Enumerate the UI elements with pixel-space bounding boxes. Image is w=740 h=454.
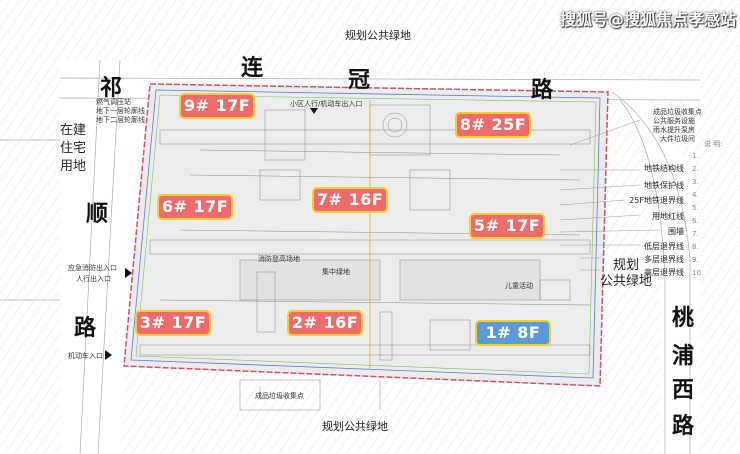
legend-line-item: 地铁保护线	[644, 181, 684, 190]
green-area-bottom: 规划公共绿地	[322, 420, 388, 433]
road-char: 顺	[86, 202, 109, 227]
building-3[interactable]: 3# 17F	[135, 310, 211, 336]
note-item: 9.	[692, 256, 699, 264]
building-2[interactable]: 2# 16F	[287, 310, 363, 336]
legend-line-item: 地铁结构线	[644, 164, 684, 173]
note-item: 1.	[692, 152, 699, 160]
note-item: 4.	[692, 191, 699, 199]
west-land-line: 住宅	[60, 141, 87, 156]
road-char: 浦	[672, 344, 695, 369]
west-land-line: 在建	[60, 123, 87, 138]
building-floors: 8F	[517, 323, 541, 342]
road-char: 冠	[348, 68, 371, 93]
building-floors: 25F	[491, 115, 527, 134]
building-1[interactable]: 1# 8F	[475, 320, 551, 346]
green-area-right-line2: 公共绿地	[600, 274, 653, 289]
west-note: 地下一层轮廓线	[96, 107, 145, 115]
legend-line-item: 用地红线	[652, 212, 684, 221]
building-id: 7#	[316, 190, 343, 209]
east-road	[610, 80, 700, 454]
road-char: 路	[672, 414, 695, 439]
site-boundary	[123, 83, 609, 387]
building-6[interactable]: 6# 17F	[157, 194, 233, 220]
note-item: 10.	[692, 269, 704, 277]
building-7[interactable]: 7# 16F	[312, 187, 388, 213]
note-item: 6.	[692, 217, 699, 225]
road-char: 西	[672, 378, 695, 403]
west-vehicle-entrance: 机动车入口	[68, 352, 103, 360]
building-floors: 16F	[323, 313, 359, 332]
building-floors: 17F	[171, 313, 207, 332]
building-floors: 17F	[505, 216, 541, 235]
road-char: 祁	[100, 76, 123, 101]
building-id: 1#	[485, 323, 512, 342]
west-note: 地下二层轮廓线	[96, 116, 145, 124]
road-lines	[0, 59, 701, 454]
road-char: 路	[74, 316, 97, 341]
building-9[interactable]: 9# 17F	[179, 93, 255, 119]
green-area-right: 规划 公共绿地	[600, 258, 652, 290]
playground-label: 儿童活动	[505, 282, 533, 290]
setback-line	[135, 94, 597, 375]
road-char: 桃	[672, 306, 695, 331]
basement-outline	[130, 89, 601, 379]
note-item: 3.	[692, 178, 699, 186]
building-5[interactable]: 5# 17F	[469, 213, 545, 239]
green-area-top: 规划公共绿地	[345, 29, 411, 42]
west-pedestrian-entrance: 人行出入口	[76, 275, 111, 283]
entrance-markers	[105, 108, 318, 360]
road-char: 连	[241, 56, 264, 81]
west-note: 燃气调压站	[96, 98, 131, 106]
fire-lane-label: 消防登高场地	[258, 255, 300, 263]
building-8[interactable]: 8# 25F	[455, 112, 531, 138]
legend-line-item: 多层退界线	[644, 255, 684, 264]
road-char: 路	[531, 78, 554, 103]
legend-top-item: 成品垃圾收集点	[653, 108, 702, 116]
green-area-right-line1: 规划	[613, 258, 640, 273]
building-id: 8#	[459, 115, 486, 134]
building-id: 3#	[139, 313, 166, 332]
watermark: 搜狐号@搜狐焦点孝感站	[560, 10, 737, 29]
central-green-label: 集中绿地	[322, 268, 350, 276]
legend-line-item: 高层退界线	[644, 268, 684, 277]
legend-line-item: 围墙	[668, 227, 684, 236]
building-id: 2#	[291, 313, 318, 332]
legend-top-item: 公共服务设施	[653, 117, 695, 125]
building-id: 9#	[183, 96, 210, 115]
building-floors: 17F	[193, 197, 229, 216]
legend-top-item: 雨水提升泵房	[653, 126, 695, 134]
west-land-label: 在建 住宅 用地	[60, 122, 86, 176]
notes-title: 说 明:	[704, 140, 723, 148]
bottom-note: 成品垃圾收集点	[255, 392, 304, 400]
note-item: 5.	[692, 204, 699, 212]
building-floors: 16F	[348, 190, 384, 209]
west-land-line: 用地	[60, 159, 87, 174]
building-floors: 17F	[215, 96, 251, 115]
building-id: 5#	[473, 216, 500, 235]
legend-top-item: 大件垃圾间	[660, 135, 695, 143]
building-id: 6#	[161, 197, 188, 216]
legend-leader-lines	[559, 119, 661, 271]
legend-line-item: 低层退界线	[644, 242, 684, 251]
west-emergency-entrance: 应急消防出入口	[68, 264, 117, 272]
note-item: 8.	[692, 243, 699, 251]
north-entrance-label: 小区人行/机动车出入口	[290, 100, 363, 108]
note-item: 2.	[692, 165, 699, 173]
note-item: 7.	[692, 230, 699, 238]
legend-line-item: 25F地铁退界线	[629, 196, 684, 205]
